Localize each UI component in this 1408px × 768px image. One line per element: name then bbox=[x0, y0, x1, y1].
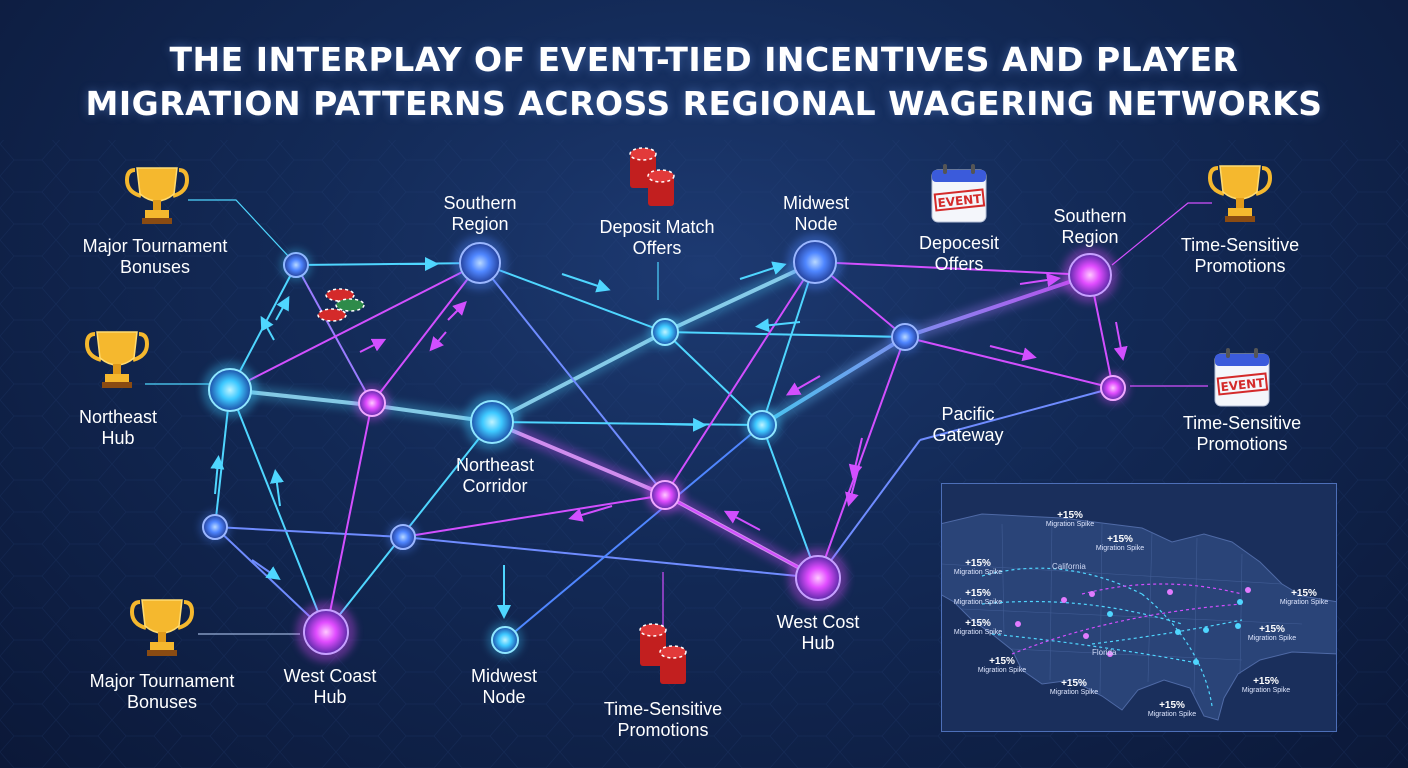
node-magenta-left bbox=[354, 385, 390, 421]
event-calendar-icon: EVENT bbox=[1214, 348, 1270, 407]
trophy-icon bbox=[124, 167, 190, 224]
node-cyan-center-right bbox=[743, 406, 781, 444]
user-markers bbox=[1015, 587, 1251, 665]
migration-paths bbox=[981, 567, 1243, 707]
page-title: THE INTERPLAY OF EVENT-TIED INCENTIVES A… bbox=[0, 38, 1408, 126]
network-nodes bbox=[199, 234, 1129, 662]
flow-arrows bbox=[210, 257, 1128, 619]
us-map bbox=[942, 513, 1336, 721]
migration-spike-label: +15%Migration Spike bbox=[977, 656, 1027, 674]
event-calendar-icon: EVENT bbox=[931, 164, 987, 223]
node-northeast-corridor bbox=[464, 394, 520, 450]
trophy-icon bbox=[129, 599, 195, 656]
migration-spike-label: +15%Migration Spike bbox=[953, 618, 1003, 636]
node-west-cost-hub bbox=[788, 548, 848, 608]
node-midwest-node-top bbox=[787, 234, 843, 290]
migration-spike-label: +15%Migration Spike bbox=[1045, 510, 1095, 528]
node-midwest-node-bottom bbox=[487, 622, 523, 658]
node-northeast-hub bbox=[202, 362, 258, 418]
node-center-lower-small bbox=[387, 521, 419, 553]
node-top-left-small bbox=[280, 249, 312, 281]
migration-spike-label: +15%Migration Spike bbox=[1049, 678, 1099, 696]
node-southern-region-2 bbox=[1062, 247, 1118, 303]
title-line-1: THE INTERPLAY OF EVENT-TIED INCENTIVES A… bbox=[169, 40, 1239, 79]
map-state-california: California bbox=[1052, 562, 1086, 571]
node-west-coast-hub bbox=[296, 602, 356, 662]
migration-spike-label: +15%Migration Spike bbox=[953, 588, 1003, 606]
migration-spike-label: +15%Migration Spike bbox=[1279, 588, 1329, 606]
migration-spike-label: +15%Migration Spike bbox=[1241, 676, 1291, 694]
node-right-small bbox=[888, 320, 922, 354]
trophy-icon bbox=[84, 331, 150, 388]
migration-spike-label: +15%Migration Spike bbox=[1095, 534, 1145, 552]
poker-chips-icon bbox=[317, 288, 365, 322]
map-state-florida: Florida bbox=[1092, 648, 1117, 657]
svg-text:EVENT: EVENT bbox=[1220, 376, 1266, 395]
migration-spike-label: +15%Migration Spike bbox=[1247, 624, 1297, 642]
title-line-2: MIGRATION PATTERNS ACROSS REGIONAL WAGER… bbox=[85, 84, 1323, 123]
node-left-lower-small bbox=[199, 511, 231, 543]
trophy-icon bbox=[1207, 165, 1273, 222]
migration-spike-label: +15%Migration Spike bbox=[1147, 700, 1197, 718]
node-southern-region-1 bbox=[453, 236, 507, 290]
node-magenta-right-small bbox=[1097, 372, 1129, 404]
migration-map-inset: California Florida +15%Migration Spike +… bbox=[941, 483, 1337, 732]
node-magenta-center bbox=[646, 476, 684, 514]
poker-chips-icon bbox=[629, 147, 675, 206]
migration-spike-label: +15%Migration Spike bbox=[953, 558, 1003, 576]
svg-text:EVENT: EVENT bbox=[937, 192, 983, 211]
node-cyan-center-top bbox=[648, 315, 682, 349]
poker-chips-icon bbox=[639, 623, 687, 684]
